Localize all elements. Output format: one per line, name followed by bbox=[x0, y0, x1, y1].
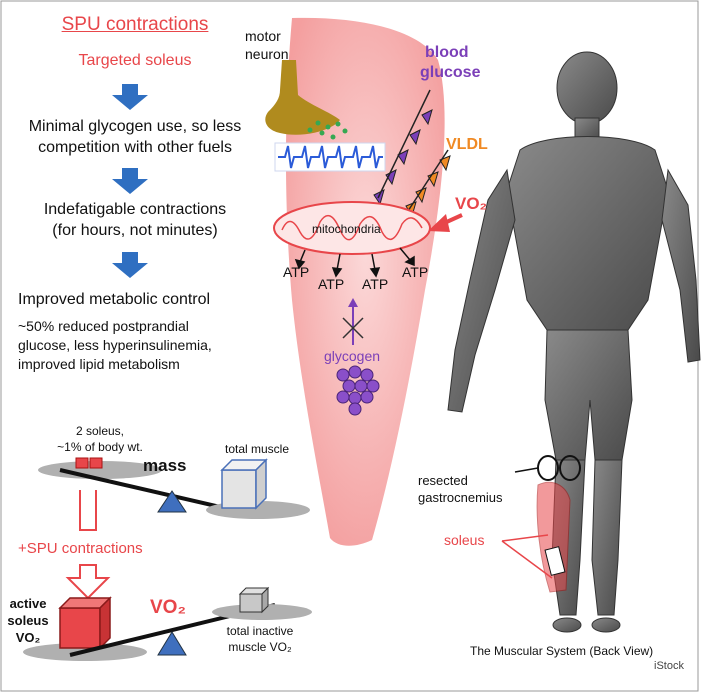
soleus-label-1: 2 soleus, bbox=[75, 424, 125, 438]
vo2-arrowhead bbox=[428, 214, 450, 232]
inactive-muscle-cube bbox=[238, 586, 270, 614]
inactive-label-2: muscle VO₂ bbox=[228, 640, 292, 654]
atp-label-4: ATP bbox=[402, 264, 429, 280]
neurotransmitter-dots bbox=[307, 120, 348, 140]
mitochondria-cristae bbox=[281, 214, 423, 241]
active-soleus-cube bbox=[58, 596, 112, 650]
gastrocnemius-left bbox=[537, 455, 559, 481]
total-muscle-cube bbox=[220, 458, 268, 510]
step3-detail-2: glucose, less hyperinsulinemia, bbox=[18, 337, 212, 353]
vo2-balance-label: VO₂ bbox=[150, 597, 186, 618]
soleus-highlight bbox=[536, 481, 571, 593]
step2-line1: Indefatigable contractions bbox=[43, 201, 227, 218]
subheading: Targeted soleus bbox=[78, 52, 192, 69]
step3-detail-1: ~50% reduced postprandial bbox=[18, 318, 189, 334]
mass-label: mass bbox=[143, 456, 187, 475]
step2-line2: (for hours, not minutes) bbox=[52, 222, 218, 239]
anatomy-credit: iStock bbox=[654, 660, 684, 672]
glycogen-label: glycogen bbox=[324, 348, 381, 364]
soleus-anatomy-label: soleus bbox=[444, 532, 485, 548]
resected-label-2: gastrocnemius bbox=[418, 490, 503, 505]
motor-neuron-shape bbox=[265, 60, 340, 135]
vo2-cell-label: VO₂ bbox=[455, 194, 488, 213]
resected-label-1: resected bbox=[418, 473, 468, 488]
anatomy-caption: The Muscular System (Back View) bbox=[470, 644, 654, 658]
step1-line2: competition with other fuels bbox=[38, 139, 232, 156]
glycogen-granules bbox=[336, 365, 380, 416]
step1-line1: Minimal glycogen use, so less bbox=[28, 118, 242, 135]
flow-arrows bbox=[112, 84, 148, 278]
bottom-fulcrum bbox=[157, 631, 187, 656]
mitochondria-label: mitochondria bbox=[312, 222, 381, 236]
soleus-label-2: ~1% of body wt. bbox=[57, 440, 143, 454]
atp-label-3: ATP bbox=[362, 276, 389, 292]
mitochondria-outer bbox=[273, 201, 431, 255]
vldl-label: VLDL bbox=[446, 136, 488, 153]
transition-arrow-down-1 bbox=[79, 490, 97, 531]
active-label-2: soleus bbox=[7, 613, 49, 628]
action-potential-trace bbox=[278, 145, 383, 169]
top-fulcrum bbox=[157, 490, 187, 513]
total-muscle-label: total muscle bbox=[225, 442, 290, 456]
motor-neuron-label-2: neuron bbox=[245, 46, 289, 62]
inactive-label-1: total inactive bbox=[226, 624, 294, 638]
active-label-1: active bbox=[9, 596, 47, 611]
transition-label: +SPU contractions bbox=[18, 540, 143, 557]
transition-arrow-down-2 bbox=[65, 564, 111, 600]
motor-neuron-label-1: motor bbox=[245, 28, 281, 44]
gastrocnemius-right bbox=[559, 455, 581, 481]
anatomy-figure bbox=[447, 51, 701, 633]
atp-label-2: ATP bbox=[318, 276, 345, 292]
step3-title: Improved metabolic control bbox=[18, 291, 211, 308]
atp-label-1: ATP bbox=[283, 264, 310, 280]
step3-detail-3: improved lipid metabolism bbox=[18, 356, 180, 372]
active-label-3: VO₂ bbox=[15, 630, 41, 645]
atp-arrows bbox=[294, 247, 415, 278]
soleus-cubes-small bbox=[75, 457, 103, 469]
blood-glucose-label-2: glucose bbox=[420, 64, 481, 81]
top-left-pan bbox=[38, 461, 162, 479]
blood-glucose-label-1: blood bbox=[425, 44, 469, 61]
heading: SPU contractions bbox=[61, 14, 209, 35]
